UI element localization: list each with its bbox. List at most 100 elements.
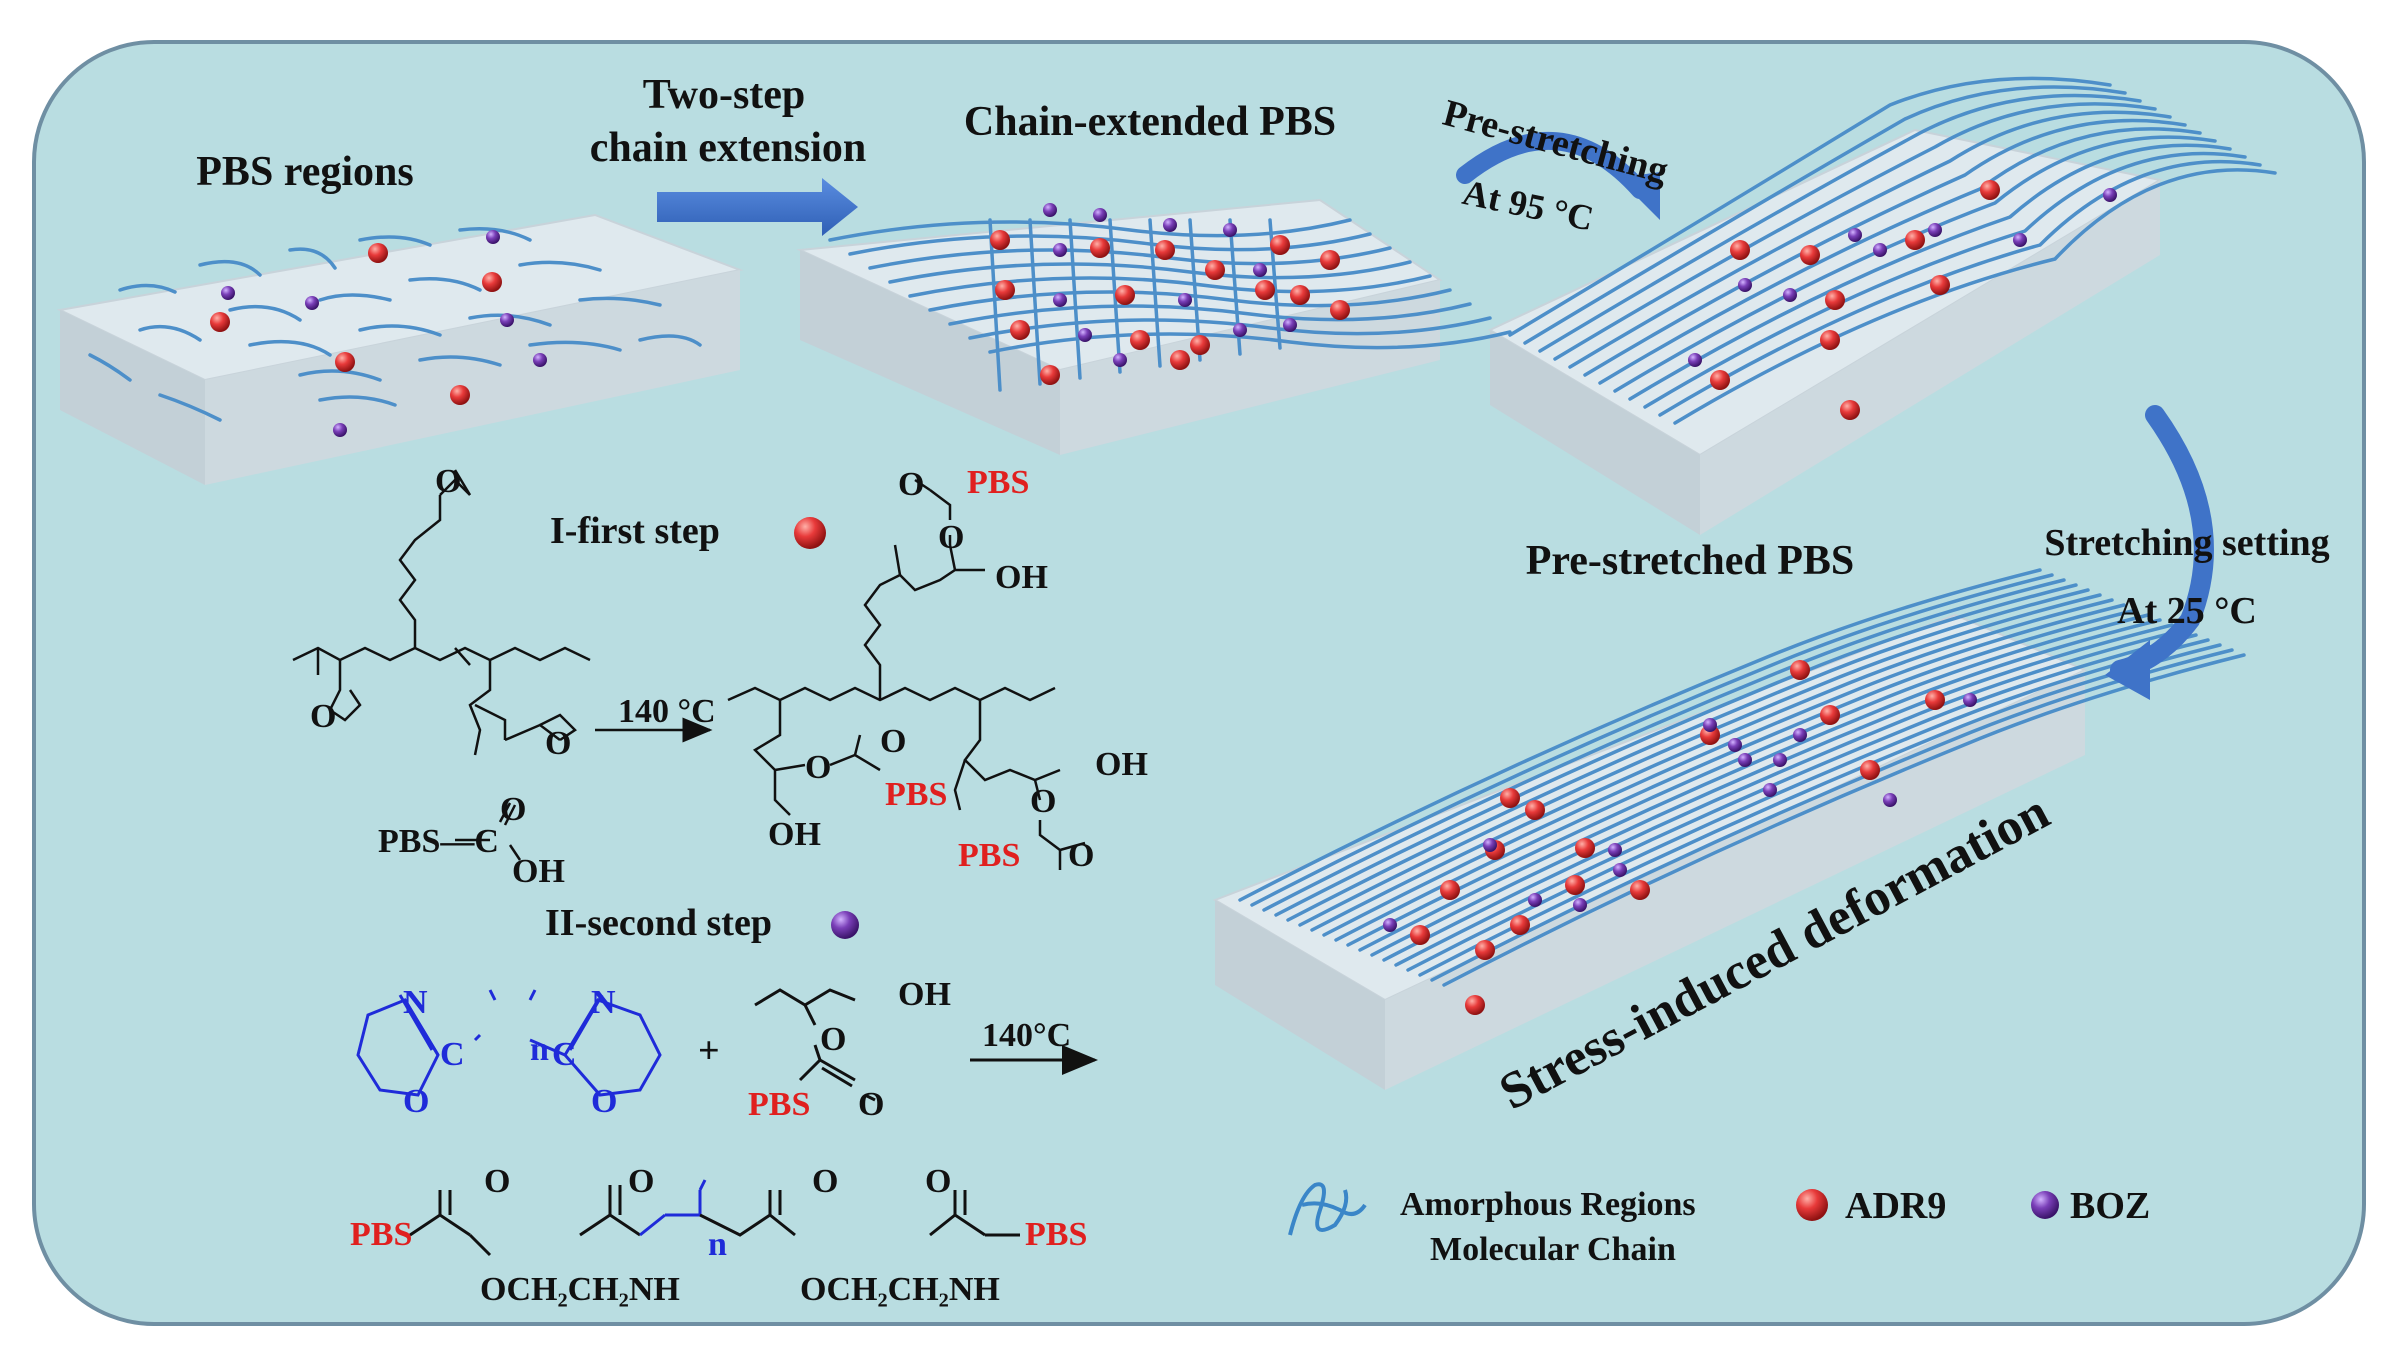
chain-segment [968,316,1492,340]
chain-segment [228,304,302,322]
rxn1-prod-pbs-right: PBS [958,837,1021,874]
boz-particle [1053,293,1067,307]
label-two-step: Two-step [642,72,806,118]
label-chain-extension: chain extension [589,125,867,171]
boz-particle [1738,278,1752,292]
rxn2-c-left: C [440,1036,465,1073]
adr9-particle [335,352,355,372]
rxn2-prod-o4: O [925,1163,952,1200]
adr9-particle [1010,320,1030,340]
boz-particle [1053,243,1067,257]
chain-segment [1643,151,2247,409]
chain-segment [1346,613,2150,947]
boz-particle [486,230,500,244]
boz-particle [1528,893,1542,907]
boz-particle [1573,898,1587,912]
adr9-particle [1840,400,1860,420]
chain-segment [1613,135,2217,393]
boz-particle [1483,838,1497,852]
chain-segment [1538,93,2142,353]
chain-segment [928,288,1452,312]
rxn1-prod-o-top: O [898,466,925,503]
rxn1-prod-oh-right: OH [1095,746,1148,783]
rxn2-o-ester: O [820,1021,847,1058]
adr9-particle [1440,880,1460,900]
boz-particle [1093,208,1107,222]
rxn2-o-left: O [403,1083,430,1120]
adr9-particle [450,385,470,405]
adr9-particle [1860,760,1880,780]
boz-particle [1608,843,1622,857]
stretching-setting-arrowhead [2105,640,2150,700]
reaction-1-structures [292,469,1086,870]
rxn2-n-subscript: n [530,1031,549,1068]
adr9-particle [1820,705,1840,725]
adr9-particle [1820,330,1840,350]
boz-particle [1783,288,1797,302]
chains-chain-extended [828,218,1512,392]
adr9-particle [1800,245,1820,265]
adr9-particle [368,243,388,263]
chain-segment [1358,618,2162,952]
rxn2-prod-o1: O [484,1163,511,1200]
chain-segment [908,274,1432,298]
boz-particle [1178,293,1192,307]
rxn1-prod-oh-top: OH [995,559,1048,596]
chain-segment [458,227,532,242]
adr9-sphere-icon [1796,1189,1828,1221]
molecular-chain-icon [1288,1182,1367,1236]
label-at-25: At 25 °C [2117,590,2257,632]
rxn1-prod-o-right2: O [1068,837,1095,874]
adr9-particle [1825,290,1845,310]
boz-particle [2103,188,2117,202]
rxn2-prod-pbs-left: PBS [350,1216,413,1253]
boz-particle [221,286,235,300]
boz-particle [1883,793,1897,807]
adr9-particle [1320,250,1340,270]
rxn1-acid-left: PBS—C [378,823,499,860]
chain-segment [1583,118,2187,377]
boz-sphere-icon [2031,1191,2059,1219]
first-step-sphere-icon [794,517,826,549]
boz-particle [500,313,514,327]
adr9-particle [1255,280,1275,300]
legend-chain-line2: Molecular Chain [1430,1231,1676,1268]
chain-segment [638,334,702,347]
chains-pbs-regions [88,227,702,422]
rxn2-prod-o2: O [628,1163,655,1200]
adr9-particle [1205,260,1225,280]
adr9-particle [1290,285,1310,305]
chain-segment [1508,76,2112,337]
boz-particle [1963,693,1977,707]
chain-segment [1298,593,2102,927]
boz-particle [1728,738,1742,752]
chain-segment [1406,638,2210,972]
reaction-2-structures [356,988,1098,1257]
boz-particle [1703,718,1717,732]
chain-segment [158,393,222,422]
rxn1-temperature: 140 °C [618,693,716,730]
rxn2-temperature: 140°C [982,1017,1072,1054]
chain-extension-arrow [657,178,858,236]
chain-segment [1322,603,2126,937]
adr9-particle [1630,880,1650,900]
chain-segment [1658,159,2262,417]
adr9-particle [1700,725,1720,745]
chain-segment [1568,110,2172,369]
rxn2-prod-n-subscript: n [708,1226,727,1263]
crosslink-segment [988,218,1002,392]
chain-segment [1553,102,2157,361]
boz-particle [1383,918,1397,932]
chain-segment [1334,608,2138,942]
chain-segment [318,293,392,302]
rxn2-n-left: N [403,984,428,1021]
adr9-particle [1565,875,1585,895]
chain-segment [1310,598,2114,932]
chain-segment [1598,127,2202,385]
adr9-particle [1330,300,1350,320]
boz-particle [1223,223,1237,237]
adr9-particle [1980,180,2000,200]
boz-particle [1738,753,1752,767]
legend-adr9: ADR9 [1845,1185,1947,1227]
chain-segment [1628,143,2232,401]
